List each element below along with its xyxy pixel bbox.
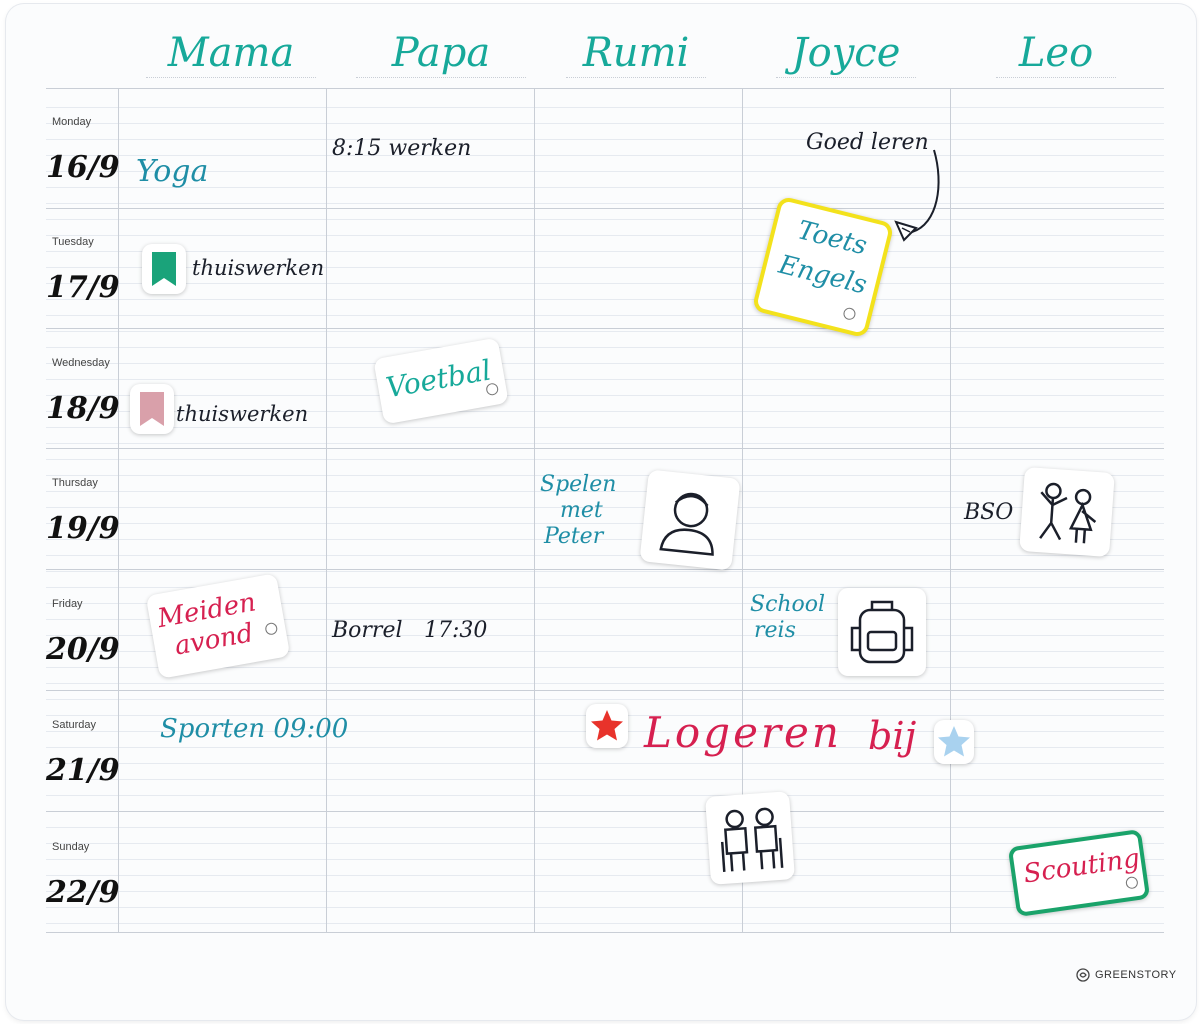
header-leo: Leo	[996, 30, 1116, 78]
day-date-sunday: 22/9	[46, 875, 120, 910]
brand-mark-icon	[1125, 875, 1139, 890]
note-yoga: Yoga	[136, 154, 209, 189]
day-date-saturday: 21/9	[46, 753, 120, 788]
backpack-sticker	[838, 588, 926, 676]
grid-line	[46, 690, 1164, 691]
header-joyce: Joyce	[776, 30, 916, 78]
note-bso: BSO	[964, 500, 1014, 525]
day-date-friday: 20/9	[46, 632, 120, 667]
brand-logo: GREENSTORY	[1076, 968, 1177, 982]
kids-playing-sticker	[1019, 466, 1115, 558]
header-papa: Papa	[356, 30, 526, 78]
note-thuiswerken-wednesday: thuiswerken	[176, 402, 309, 426]
grid-col-line	[326, 88, 327, 933]
boy-sticker	[639, 469, 741, 571]
note-spelen: Spelen	[540, 472, 617, 497]
note-borrel-time: 17:30	[424, 618, 488, 643]
grid-line	[46, 448, 1164, 449]
greenstory-logo-icon	[1076, 968, 1090, 982]
header-mama: Mama	[146, 30, 316, 78]
grid-line	[46, 811, 1164, 812]
header-joyce-label: Joyce	[791, 30, 901, 76]
weekly-planner-board: Mama Papa Rumi Joyce Leo Monday 16/9 Tue…	[6, 4, 1196, 1020]
grid-line-bottom	[46, 932, 1164, 933]
grandparents-sticker	[705, 791, 795, 885]
header-leo-label: Leo	[1018, 30, 1094, 76]
note-thuiswerken-tuesday: thuiswerken	[192, 256, 325, 280]
note-met: met	[560, 498, 603, 523]
note-logeren: Logeren	[644, 708, 842, 757]
brand-mark-icon	[485, 382, 500, 397]
grid-line	[46, 328, 1164, 329]
note-reis: reis	[754, 618, 796, 643]
brand-name: GREENSTORY	[1095, 969, 1177, 981]
brand-mark-icon	[842, 306, 857, 322]
day-date-monday: 16/9	[46, 150, 120, 185]
header-rumi: Rumi	[566, 30, 706, 78]
bookmark-sticker-green	[142, 244, 186, 294]
header-papa-label: Papa	[391, 30, 491, 76]
day-name-tuesday: Tuesday	[52, 236, 94, 248]
ruled-lines	[46, 92, 1164, 938]
grid-line	[46, 208, 1164, 209]
day-date-wednesday: 18/9	[46, 391, 120, 426]
grid-line-top	[46, 88, 1164, 89]
boy-icon	[659, 492, 714, 556]
note-toets: Toets	[794, 215, 870, 262]
red-star-sticker	[586, 704, 628, 748]
grid-col-line	[742, 88, 743, 933]
day-name-sunday: Sunday	[52, 841, 90, 853]
blue-star-sticker	[934, 720, 974, 764]
note-voetbal: Voetbal	[383, 353, 494, 405]
day-name-thursday: Thursday	[52, 477, 98, 489]
brand-mark-icon	[264, 621, 279, 636]
day-name-monday: Monday	[52, 116, 92, 128]
star-icon	[591, 710, 623, 741]
kids-playing-icon	[1039, 482, 1097, 544]
bookmark-icon	[152, 252, 176, 286]
note-werken: 8:15 werken	[332, 136, 472, 161]
note-scouting: Scouting	[1021, 843, 1142, 890]
header-rumi-label: Rumi	[582, 30, 690, 76]
grid-line	[46, 569, 1164, 570]
note-bij: bij	[868, 714, 917, 758]
grid-col-line	[118, 88, 119, 933]
note-sporten: Sporten 09:00	[160, 714, 349, 744]
grandparents-icon	[720, 807, 784, 872]
grid-col-line	[534, 88, 535, 933]
day-date-tuesday: 17/9	[46, 270, 120, 305]
bookmark-icon	[140, 392, 164, 426]
star-icon	[938, 726, 970, 757]
day-name-wednesday: Wednesday	[52, 357, 110, 369]
grid-col-line	[950, 88, 951, 933]
day-name-saturday: Saturday	[52, 719, 97, 731]
day-name-friday: Friday	[52, 598, 83, 610]
note-peter: Peter	[544, 524, 604, 549]
note-school: School	[750, 592, 826, 617]
day-date-thursday: 19/9	[46, 511, 120, 546]
bookmark-sticker-pink	[130, 384, 174, 434]
backpack-icon	[850, 600, 914, 664]
header-mama-label: Mama	[167, 30, 295, 76]
note-borrel: Borrel	[332, 618, 403, 643]
note-goed-leren: Goed leren	[806, 130, 929, 155]
arrow-icon	[894, 149, 940, 242]
